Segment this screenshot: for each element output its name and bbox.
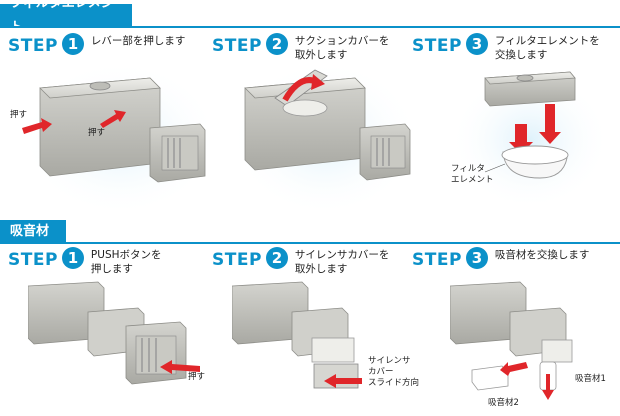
push-label: 押す [88,128,106,138]
push-arrow [100,110,126,128]
step-2-header: STEP 2 サクションカバーを 取外します [212,33,389,62]
remove-arrow [542,374,554,400]
step-instruction: 吸音材を交換します [494,249,590,261]
step-number: 3 [465,33,488,55]
step-word: STEP [412,250,462,270]
push-label: 押す [188,372,206,382]
filter-element-label: フィルタ エレメント [451,164,494,185]
step-number: 3 [465,247,488,269]
slide-direction-label: サイレンサ カバー スライド方向 [368,356,420,388]
step-3-header: STEP 3 フィルタエレメントを 交換します [412,33,600,62]
step-instruction: PUSHボタンを 押します [90,249,162,275]
section-header-filter-element: フィルタエレメント [0,0,620,35]
lift-arrow-head [311,74,325,90]
step-word: STEP [212,36,262,56]
step-word: STEP [212,250,262,270]
section-header-sound-absorber: 吸音材 [0,220,620,244]
section-rule [0,26,620,28]
step-instruction: サイレンサカバーを 取外します [294,249,390,275]
slide-arrow [324,374,362,388]
step-1-header: STEP 1 PUSHボタンを 押します [8,247,162,276]
step-instruction: フィルタエレメントを 交換します [494,35,600,61]
sound-absorber-replacement-illustration [450,281,573,400]
push-arrow [22,118,52,134]
suction-cover-removal-illustration [230,60,415,216]
filter-element-replacement-illustration [450,70,610,210]
lever-push-illustration [20,60,215,216]
push-label: 押す [10,110,28,120]
step-instruction: レバー部を押します [90,35,186,47]
step-number: 2 [265,33,288,55]
step-word: STEP [8,250,58,270]
silencer-cover-removal-illustration [232,281,362,389]
step-number: 1 [61,247,84,269]
absorber-2-label: 吸音材2 [488,398,519,408]
step-3-header: STEP 3 吸音材を交換します [412,247,589,270]
step-2-header: STEP 2 サイレンサカバーを 取外します [212,247,389,276]
step-number: 2 [265,247,288,269]
section-rule [0,242,620,244]
section-title: フィルタエレメント [0,0,132,35]
step-word: STEP [8,36,58,56]
step-1-header: STEP 1 レバー部を押します [8,33,185,56]
step-word: STEP [412,36,462,56]
section-title: 吸音材 [0,220,66,244]
step-instruction: サクションカバーを 取外します [294,35,390,61]
absorber-1-label: 吸音材1 [575,374,606,384]
push-arrow [160,360,200,374]
push-button-illustration [28,281,200,385]
step-number: 1 [61,33,84,55]
down-arrow [539,104,561,144]
remove-arrow [500,362,528,376]
